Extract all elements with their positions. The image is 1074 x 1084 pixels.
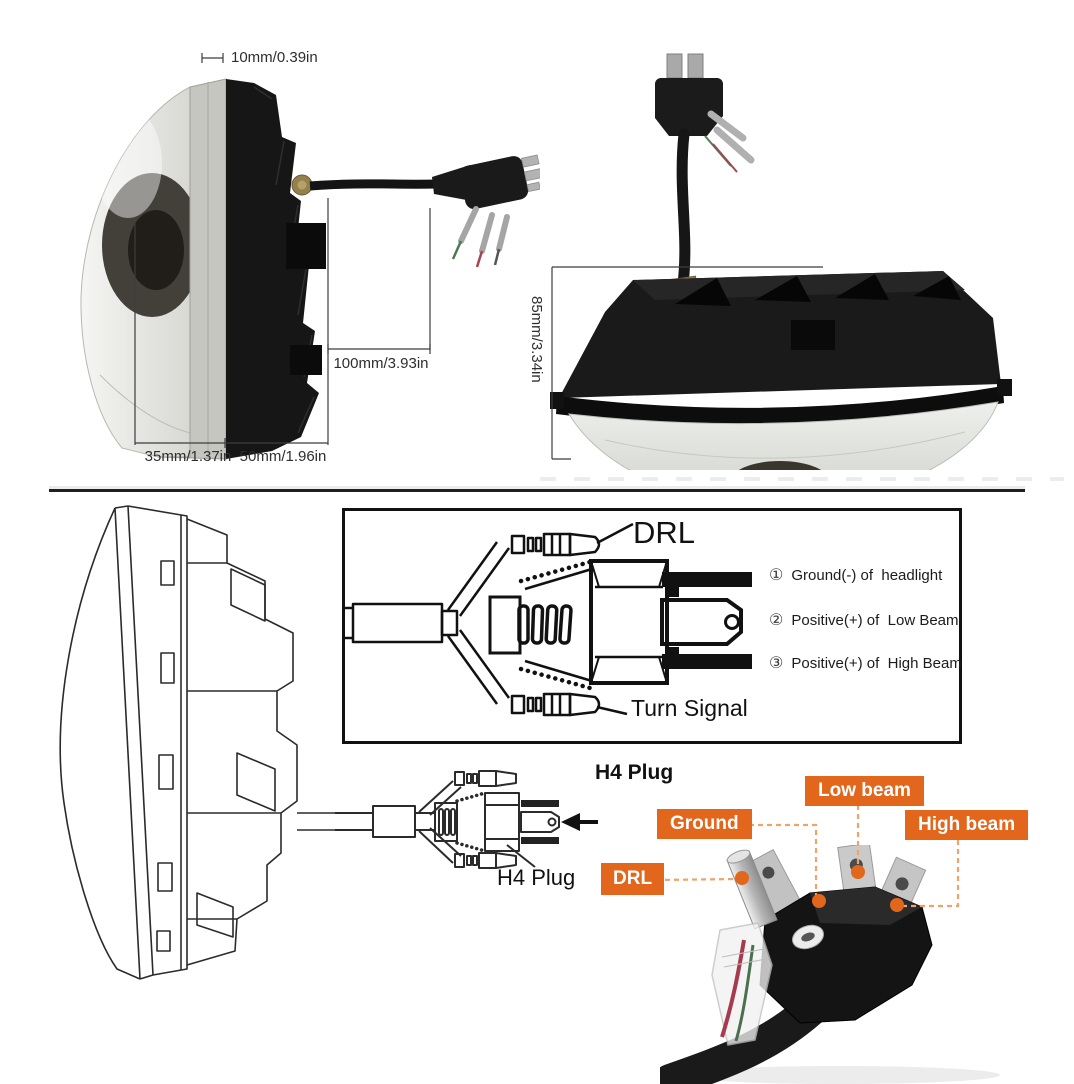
label-tag-ground: Ground [657, 809, 752, 839]
headlight-side-view-photo [80, 53, 540, 460]
headlight-line-drawing [59, 505, 335, 980]
faint-dashes [540, 477, 1064, 481]
connection-dot-high-beam [890, 898, 904, 912]
dim-housing-depth-label: 50mm/1.96in [239, 448, 327, 465]
connection-dot-drl [735, 871, 749, 885]
left-arrow-icon [561, 813, 598, 831]
dimension-lines [134, 53, 431, 448]
pin-legend-row: ③ Positive(+) of High Beam [769, 655, 962, 672]
connection-dot-low-beam [851, 865, 865, 879]
section-divider [49, 489, 1025, 492]
connection-dot-ground [812, 894, 826, 908]
label-tag-low-beam: Low beam [805, 776, 924, 806]
dimension-lines [551, 266, 823, 460]
pin-number-2: ② [769, 611, 784, 629]
h4-plug-line-label: H4 Plug [497, 865, 576, 890]
drl-terminal [726, 849, 778, 930]
dim-lens-depth-label: 35mm/1.37in [144, 448, 232, 465]
pin-legend-row: ② Positive(+) of Low Beam [769, 612, 959, 629]
dim-height-label: 85mm/3.34in [528, 296, 545, 383]
wiring-plug-drawing [345, 522, 752, 717]
turn-signal-wire-label: Turn Signal [631, 695, 748, 721]
dim-body-depth-label: 100mm/3.93in [333, 355, 429, 372]
h4-connector [459, 154, 540, 210]
label-tag-high-beam: High beam [905, 810, 1029, 840]
pin-label-1: Ground(-) of headlight [791, 567, 943, 584]
pin-legend-row: ① Ground(-) of headlight [769, 567, 942, 584]
h4-wire-drawing [335, 770, 598, 869]
pin-number-3: ③ [769, 654, 784, 672]
tag-leader-lines [655, 805, 960, 912]
pin-label-3: Positive(+) of High Beam [791, 655, 962, 672]
label-tag-drl: DRL [601, 863, 665, 895]
pin-number-1: ① [769, 566, 784, 584]
drl-wire-label: DRL [633, 515, 696, 550]
pin-label-2: Positive(+) of Low Beam [791, 612, 959, 629]
wiring-diagram-box: DRL Turn Signal ① Ground(-) of headlight… [342, 508, 962, 744]
dim-tab-width-label: 10mm/0.39in [231, 49, 318, 66]
h4-plug-heading: H4 Plug [595, 761, 674, 784]
headlight-back-view-photo [550, 53, 1012, 470]
